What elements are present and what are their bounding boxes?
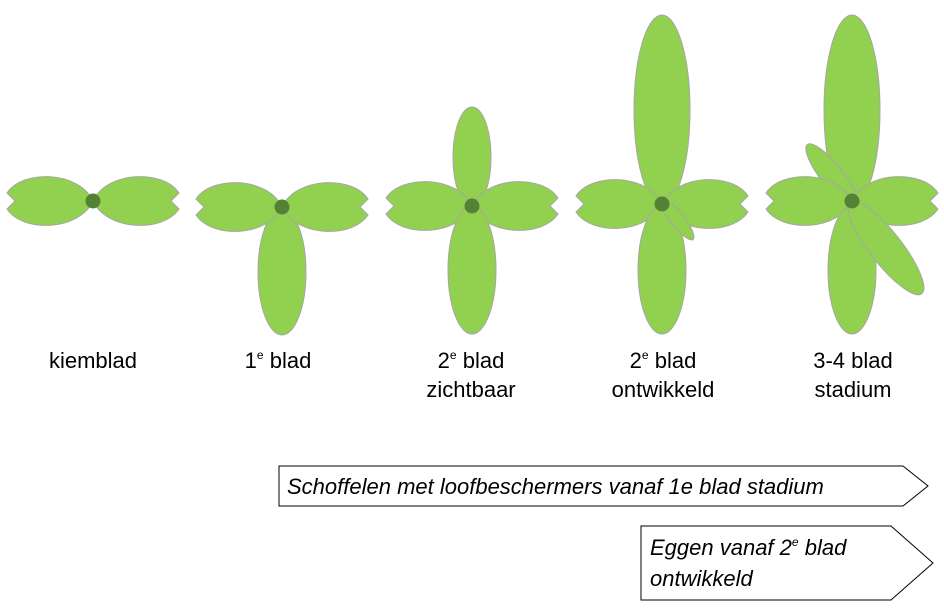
stage-label-1e-blad: 1e blad (193, 346, 363, 375)
plant-3-4-blad-stadium (765, 14, 939, 335)
stage-label-3-4-blad-stadium: 3-4 blad stadium (768, 346, 938, 404)
growth-point (464, 198, 480, 214)
plant-kiemblad (6, 176, 180, 226)
true-leaf-1 (257, 208, 307, 336)
arrow-schoffelen-text: Schoffelen met loofbeschermers vanaf 1e … (287, 474, 824, 499)
stage-label-line2: ontwikkeld (611, 377, 715, 402)
stage-label-line1: kiemblad (48, 348, 138, 373)
stage-label-line1: 1e blad (244, 348, 312, 373)
stage-label-2e-blad-ontwikkeld: 2e blad ontwikkeld (578, 346, 748, 404)
plant-1e-blad (195, 182, 369, 336)
growth-point (654, 196, 670, 212)
stage-label-line1: 2e blad (437, 348, 505, 373)
stage-label-2e-blad-zichtbaar: 2e blad zichtbaar (386, 346, 556, 404)
growth-point (844, 193, 860, 209)
arrow-eggen (640, 525, 934, 601)
growth-point (85, 193, 101, 209)
arrow-schoffelen (278, 465, 929, 507)
arrow-eggen-line1: Eggen vanaf 2e blad (650, 535, 847, 560)
stage-label-line1: 2e blad (629, 348, 697, 373)
stage-label-kiemblad: kiemblad (8, 346, 178, 375)
stage-label-line1: 3-4 blad (813, 348, 893, 373)
arrow-eggen-text: Eggen vanaf 2e blad ontwikkeld (650, 532, 846, 594)
plant-2e-blad-ontwikkeld (575, 14, 749, 335)
cotyledon-right (92, 176, 180, 226)
stage-label-line2: stadium (814, 377, 892, 402)
plant-2e-blad-zichtbaar (385, 106, 559, 335)
true-leaf-2 (633, 14, 691, 206)
stage-label-line2: zichtbaar (426, 377, 516, 402)
growth-point (274, 199, 290, 215)
arrow-eggen-line2: ontwikkeld (650, 566, 753, 591)
true-leaf-1 (447, 205, 497, 335)
cotyledon-left (6, 176, 94, 226)
